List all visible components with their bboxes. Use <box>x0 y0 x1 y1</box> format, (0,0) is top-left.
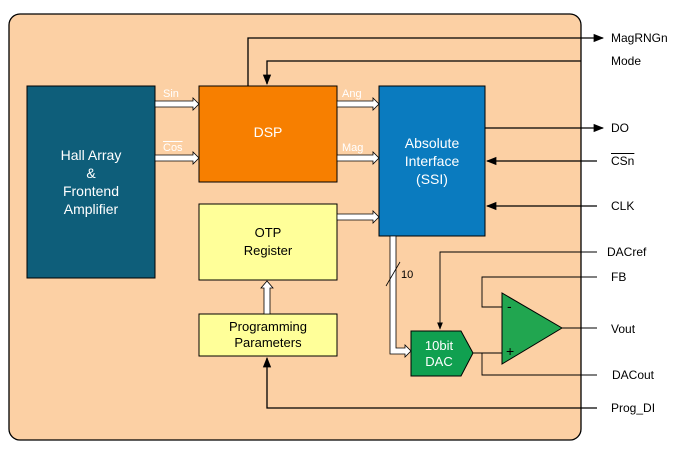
prog-line-1: Programming <box>228 319 308 334</box>
otp-line-1: OTP <box>254 225 282 240</box>
ssi-block <box>378 85 486 237</box>
bus-width-slash <box>385 261 401 287</box>
otp-register-block <box>198 203 338 281</box>
ang-label: Ang <box>342 88 362 100</box>
otp-label: OTP Register <box>199 204 337 280</box>
dac-label: 10bit DAC <box>411 331 467 376</box>
dac-line-1: 10bit <box>424 337 454 353</box>
opamp-minus-sign: - <box>507 298 512 314</box>
pin-csn: CSn <box>611 154 635 168</box>
dacref-line <box>437 251 597 330</box>
pin-vout: Vout <box>611 322 636 336</box>
dsp-text: DSP <box>253 124 283 140</box>
pin-dacout: DACout <box>612 368 655 382</box>
mode-line <box>262 60 581 86</box>
dacout-line <box>481 353 597 376</box>
dsp-block <box>198 85 338 183</box>
pin-mode: Mode <box>611 54 642 68</box>
ssi-label: Absolute Interface (SSI) <box>379 86 485 236</box>
hall-line-4: Amplifier <box>63 201 119 217</box>
pin-dacref: DACref <box>607 245 647 259</box>
cos-label: Cos <box>163 142 183 154</box>
ang-bus-arrow <box>336 97 380 111</box>
prog-to-otp-bus-arrow <box>260 280 274 315</box>
pin-do: DO <box>611 121 629 135</box>
fb-line <box>481 276 597 308</box>
magrngn-line <box>247 33 605 86</box>
hall-line-1: Hall Array <box>60 147 122 163</box>
hall-array-block <box>26 85 156 279</box>
otp-to-ssi-bus-arrow <box>336 210 380 224</box>
ssi-line-2: Interface <box>404 153 460 169</box>
mag-label: Mag <box>342 142 364 154</box>
ssi-line-1: Absolute <box>404 135 460 151</box>
prog-label: Programming Parameters <box>199 314 337 356</box>
pin-magrngn: MagRNGn <box>611 31 668 45</box>
prog-di-line <box>262 356 597 409</box>
otp-line-2: Register <box>243 243 293 258</box>
ssi-to-dac-bus-arrow <box>389 235 412 358</box>
ssi-line-3: (SSI) <box>416 171 448 187</box>
dac-line-2: DAC <box>425 353 453 369</box>
hall-array-label: Hall Array & Frontend Amplifier <box>27 86 155 278</box>
cos-bus-arrow <box>154 151 200 165</box>
dsp-label: DSP <box>199 86 337 178</box>
prog-line-2: Parameters <box>234 335 302 350</box>
hall-line-2: & <box>86 165 96 181</box>
sin-bus-arrow <box>154 97 200 111</box>
sin-label: Sin <box>163 88 179 100</box>
pin-prog-di: Prog_DI <box>611 401 656 415</box>
pin-clk: CLK <box>611 199 635 213</box>
pin-fb: FB <box>611 270 627 284</box>
opamp-plus-sign: + <box>506 343 515 359</box>
hall-line-3: Frontend <box>62 183 120 199</box>
programming-parameters-block <box>198 313 338 357</box>
mag-bus-arrow <box>336 151 380 165</box>
dac-block <box>410 330 474 377</box>
bus-width-label: 10 <box>401 269 414 281</box>
opamp-symbol <box>501 292 563 365</box>
